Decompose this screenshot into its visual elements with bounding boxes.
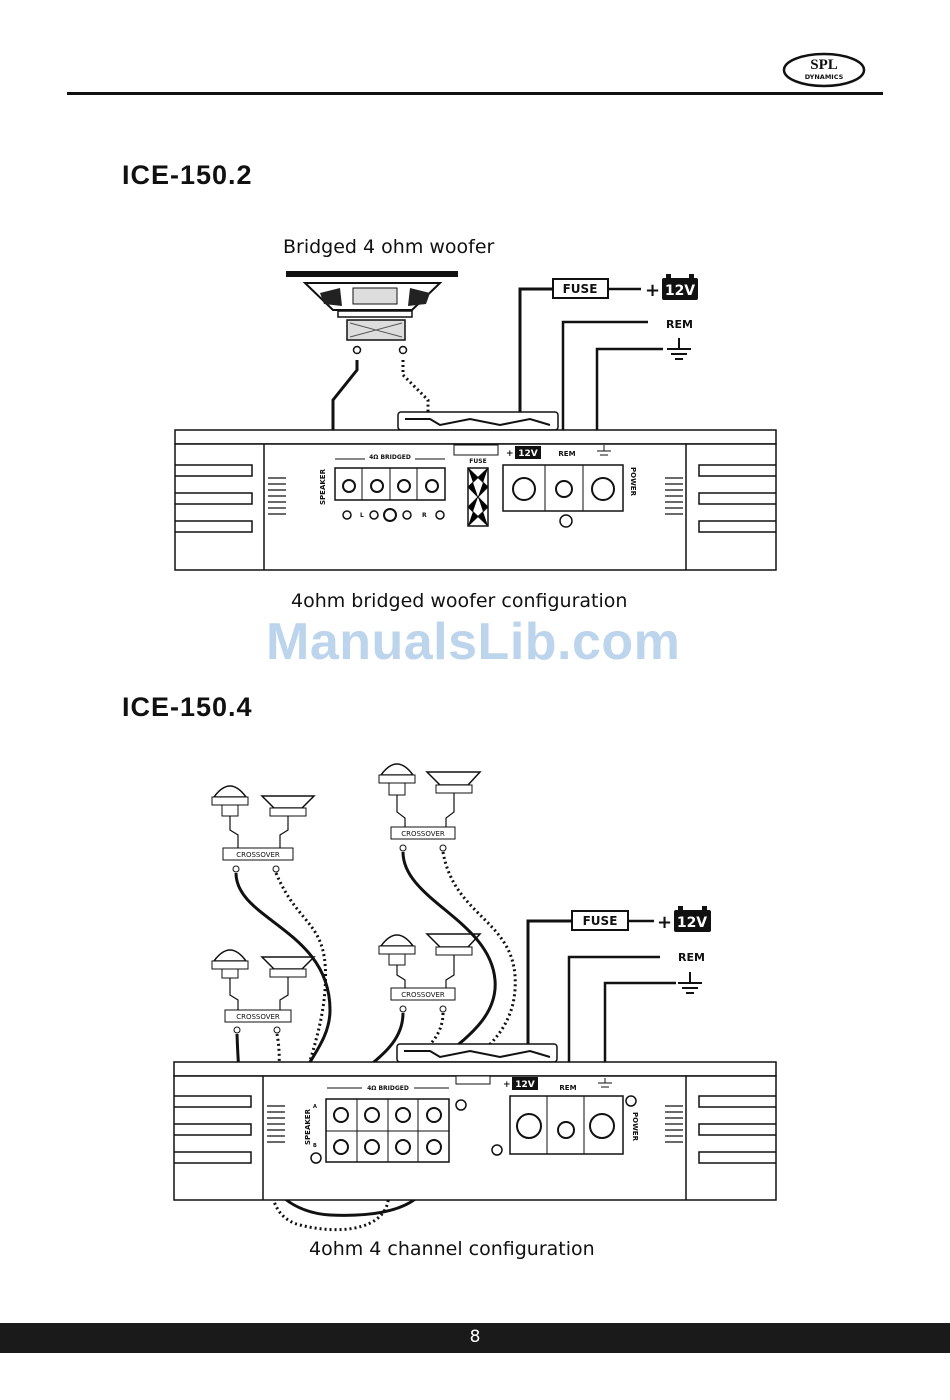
bridged-label: 4Ω BRIDGED <box>367 1085 409 1092</box>
amplifier-150-4: SPEAKER A B 4Ω BRIDGED + 12V REM POWER <box>174 1044 776 1200</box>
fuse-block: FUSE <box>553 279 608 298</box>
speaker-group-3: CROSSOVER <box>212 950 314 1033</box>
speaker-terminal-label: SPEAKER <box>319 468 327 505</box>
svg-text:A: A <box>313 1104 317 1110</box>
section1-title: ICE-150.2 <box>122 160 253 191</box>
svg-text:CROSSOVER: CROSSOVER <box>401 991 445 999</box>
bridged-woofer-diagram: FUSE + 12V REM SPEAKER 4Ω BRIDGED <box>0 265 950 575</box>
svg-text:REM: REM <box>559 1084 576 1092</box>
woofer-speaker <box>286 271 458 354</box>
remote-wire <box>563 322 648 442</box>
power-terminal-label: POWER <box>629 467 637 497</box>
svg-text:+: + <box>503 1080 511 1090</box>
fuse-block: FUSE <box>572 911 628 930</box>
svg-text:CROSSOVER: CROSSOVER <box>236 851 280 859</box>
svg-text:12V: 12V <box>677 915 707 931</box>
svg-text:+: + <box>506 449 514 459</box>
svg-text:12V: 12V <box>518 449 538 459</box>
page-number: 8 <box>0 1327 950 1347</box>
svg-text:REM: REM <box>558 450 575 458</box>
ground-symbol <box>678 972 702 993</box>
power-terminal-label: POWER <box>631 1112 639 1142</box>
ground-wire <box>597 349 663 442</box>
section2-caption: 4ohm 4 channel configuration <box>309 1238 595 1260</box>
svg-text:CROSSOVER: CROSSOVER <box>401 830 445 838</box>
speaker-group-4: CROSSOVER <box>379 934 480 1012</box>
ground-symbol <box>667 338 691 359</box>
svg-text:FUSE: FUSE <box>563 282 598 296</box>
header-rule <box>67 92 883 95</box>
speaker-group-2: CROSSOVER <box>379 764 480 851</box>
amplifier-150-2: SPEAKER 4Ω BRIDGED L R FUSE + 12V REM PO… <box>175 412 776 570</box>
watermark: ManualsLib.com <box>266 612 680 672</box>
battery-12v: 12V <box>662 274 698 300</box>
section2-title: ICE-150.4 <box>122 692 253 723</box>
svg-text:+: + <box>657 912 672 933</box>
svg-text:12V: 12V <box>665 283 695 299</box>
speaker-positive-wire <box>333 360 357 441</box>
woofer-label: Bridged 4 ohm woofer <box>283 236 494 258</box>
bridged-label: 4Ω BRIDGED <box>369 454 411 461</box>
svg-text:CROSSOVER: CROSSOVER <box>236 1013 280 1021</box>
speaker-terminal-label: SPEAKER <box>304 1108 312 1145</box>
svg-text:B: B <box>313 1143 317 1149</box>
rem-label: REM <box>678 951 705 964</box>
logo-text-top: SPL <box>810 57 838 73</box>
spl-dynamics-logo: SPL DYNAMICS <box>782 52 866 88</box>
footer-bar: 8 <box>0 1323 950 1353</box>
speaker-group-1: CROSSOVER <box>212 786 314 872</box>
section1-caption: 4ohm bridged woofer configuration <box>291 590 627 612</box>
svg-text:+: + <box>645 280 660 301</box>
four-channel-diagram: CROSSOVER CROSSOVER CROSSOVER CROSSOVER <box>0 760 950 1240</box>
svg-text:L: L <box>360 512 364 519</box>
logo-text-bottom: DYNAMICS <box>805 73 844 81</box>
svg-text:FUSE: FUSE <box>583 914 618 928</box>
battery-12v: 12V <box>674 906 711 932</box>
svg-text:FUSE: FUSE <box>469 458 486 465</box>
svg-text:12V: 12V <box>515 1080 535 1090</box>
rem-label: REM <box>666 318 693 331</box>
svg-text:R: R <box>422 512 427 519</box>
remote-wire <box>569 957 660 1076</box>
